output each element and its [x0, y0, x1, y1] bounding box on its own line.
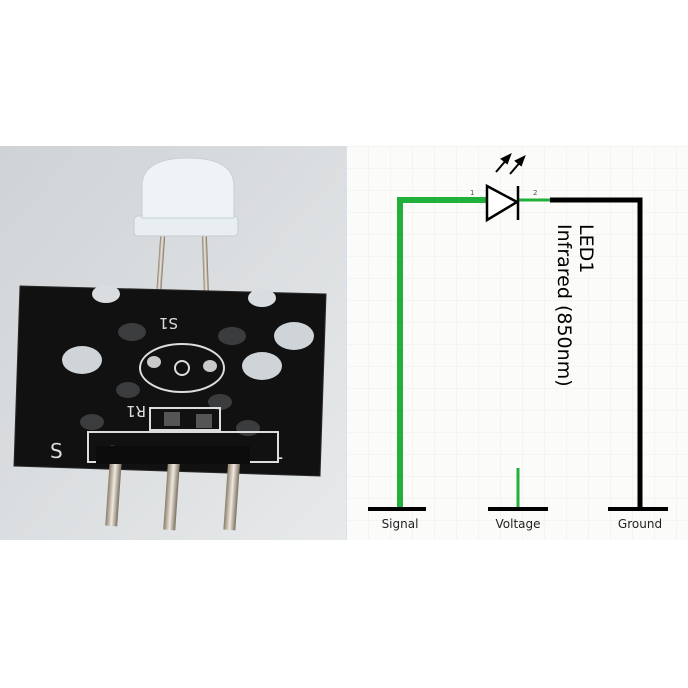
- led-symbol: 1 2: [470, 152, 537, 223]
- signal-wire: [397, 197, 486, 510]
- pcb-board: S1 R1 S -: [13, 285, 327, 477]
- signal-label: Signal: [382, 517, 419, 531]
- component-value: Infrared (850nm): [553, 224, 575, 387]
- voltage-label: Voltage: [495, 517, 540, 531]
- ground-label: Ground: [618, 517, 662, 531]
- pin-2-label: 2: [533, 189, 537, 197]
- silkscreen-r1: R1: [126, 402, 146, 420]
- schematic-diagram: 1 2 LED1 Infrared (850nm) Signal Voltage…: [346, 146, 688, 540]
- pin-1-label: 1: [470, 189, 474, 197]
- silkscreen-s1: S1: [159, 314, 178, 332]
- emission-arrows-icon: [495, 152, 526, 175]
- component-ref: LED1: [575, 224, 597, 273]
- ground-wire: [550, 197, 643, 510]
- silkscreen-pin-s: S: [50, 439, 63, 463]
- ir-led-module-photo: S1 R1 S -: [0, 146, 346, 540]
- header-pins: [96, 445, 250, 531]
- silkscreen-pin-ground: -: [276, 445, 283, 469]
